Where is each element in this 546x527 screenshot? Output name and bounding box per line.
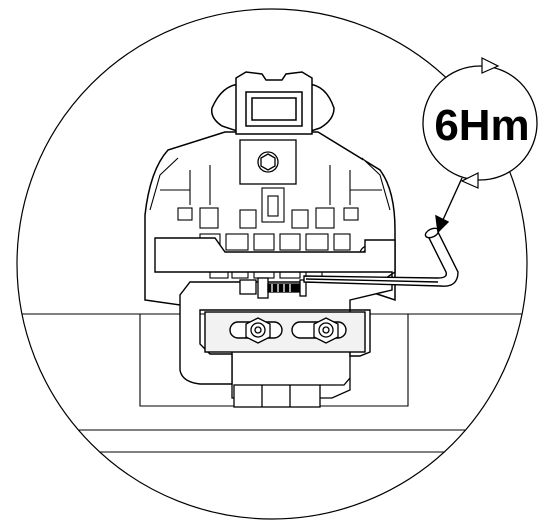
centre-bolt: [239, 139, 297, 185]
rotate-arrowhead-top: [481, 57, 500, 74]
tool-size-label: 6Hm: [434, 101, 529, 150]
set-screw: [239, 277, 307, 299]
lower-bracket: [231, 349, 351, 408]
rotation-callout: 6Hm: [422, 57, 538, 189]
hex-bolt-right: [313, 317, 339, 344]
top-clip: [210, 71, 335, 135]
hex-bolt-left: [245, 317, 271, 344]
hex-key-tool: [303, 227, 459, 287]
rotate-arrowhead-bottom: [460, 172, 479, 189]
pointer-arrow: [435, 177, 463, 234]
